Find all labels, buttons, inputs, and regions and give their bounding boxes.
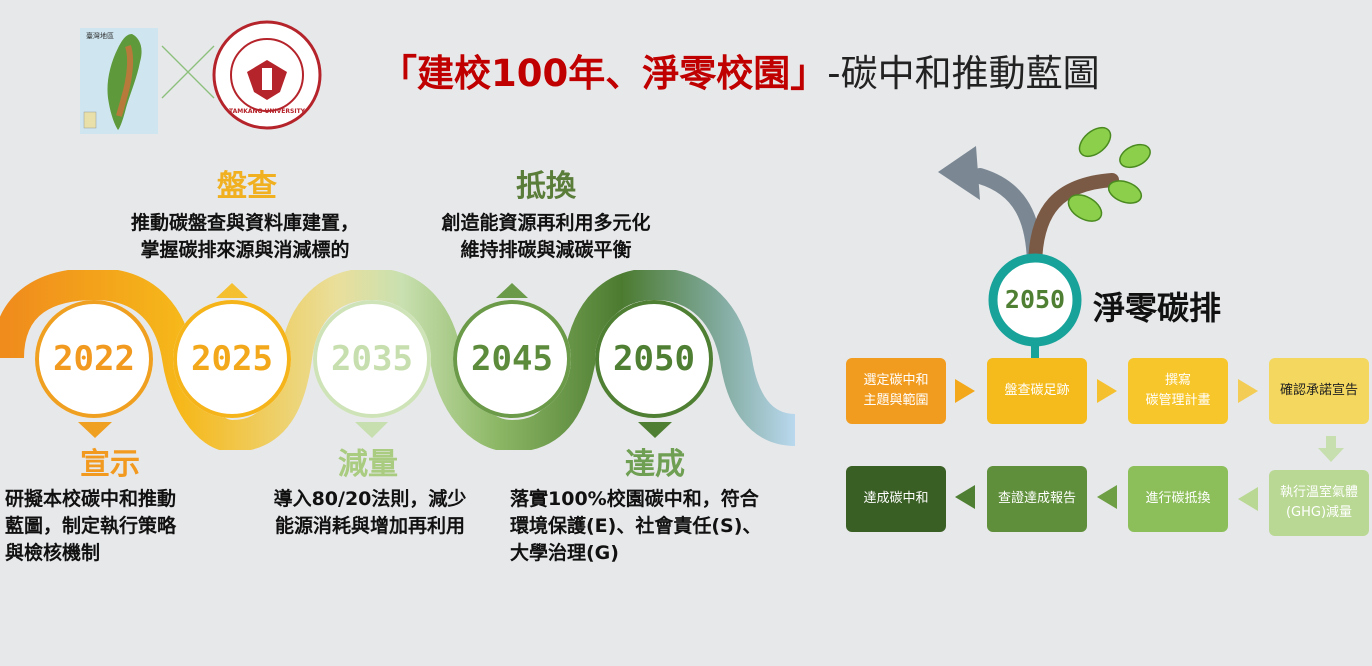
year-2050: 2050 (613, 339, 695, 379)
desc-2035-line2: 能源消耗與增加再利用 (274, 515, 465, 537)
year-2022: 2022 (53, 339, 135, 379)
tree-trunk (1028, 173, 1119, 275)
page-title: 「建校100年、淨零校園」-碳中和推動藍圖 (380, 52, 1100, 96)
desc-2035: 導入80/20法則，減少 能源消耗與增加再利用 (250, 486, 490, 540)
flow-step-5: 執行溫室氣體 (GHG)減量 (1269, 470, 1369, 536)
desc-2025-line1: 推動碳盤查與資料庫建置， (130, 212, 359, 234)
leaf-icon (1078, 126, 1112, 158)
taiwan-map-image: 臺灣地區 (80, 28, 158, 134)
leaf-icon (1067, 194, 1103, 222)
flow-step-6-label: 進行碳抵換 (1145, 491, 1211, 506)
desc-2050: 落實100%校園碳中和，符合 環境保護(E)、社會責任(S)、 大學治理(G) (510, 486, 761, 567)
pointer-2022 (78, 422, 112, 438)
flow-step-8-label: 達成碳中和 (863, 491, 929, 506)
map-caption: 臺灣地區 (86, 32, 114, 40)
flow-step-6: 進行碳抵換 (1128, 466, 1228, 532)
arrow-left-icon (1097, 485, 1117, 509)
flow-step-7-label: 查證達成報告 (997, 491, 1076, 506)
desc-2022-line1: 研擬本校碳中和推動 (5, 488, 177, 510)
flow-step-5-label: 執行溫室氣體 (GHG)減量 (1279, 485, 1358, 520)
arrow-left-icon (1238, 487, 1258, 511)
tree-branch-left (972, 168, 1043, 276)
leaf-icon (1107, 180, 1143, 204)
flow-step-4: 確認承諾宣告 (1269, 358, 1369, 424)
pointer-2035 (355, 422, 388, 438)
desc-2045: 創造能資源再利用多元化 維持排碳與減碳平衡 (410, 210, 682, 264)
year-2025: 2025 (191, 339, 273, 379)
tree-graphic (938, 126, 1151, 358)
year-circle-2022: 2022 (35, 300, 153, 418)
flow-step-4-label: 確認承諾宣告 (1279, 383, 1358, 398)
year-2035: 2035 (331, 339, 413, 379)
title-rest: -碳中和推動藍圖 (827, 52, 1100, 95)
emblem-text: TAMKANG UNIVERSITY (228, 108, 306, 115)
desc-2050-line1: 落實100%校園碳中和，符合 (510, 488, 759, 510)
desc-2025-line2: 掌握碳排來源與消減標的 (140, 239, 350, 261)
year-circle-2045: 2045 (453, 300, 571, 418)
label-2045: 抵換 (516, 169, 576, 204)
desc-2050-line2: 環境保護(E)、社會責任(S)、 (510, 515, 762, 537)
pointer-2045 (496, 283, 528, 298)
year-circle-2050: 2050 (595, 300, 713, 418)
year-circle-2025: 2025 (173, 300, 291, 418)
desc-2025: 推動碳盤查與資料庫建置， 掌握碳排來源與消減標的 (100, 210, 390, 264)
flow-step-8: 達成碳中和 (846, 466, 946, 532)
desc-2050-line3: 大學治理(G) (510, 542, 619, 564)
arrow-right-icon (1238, 379, 1258, 403)
arrow-down-icon (1318, 436, 1344, 462)
tree-ring (988, 253, 1082, 347)
cross-mark (160, 44, 216, 104)
title-highlight: 「建校100年、淨零校園」 (380, 52, 828, 95)
flow-step-7: 查證達成報告 (987, 466, 1087, 532)
label-2035: 減量 (338, 447, 398, 482)
desc-2022-line3: 與檢核機制 (5, 542, 101, 564)
flow-step-3: 撰寫 碳管理計畫 (1128, 358, 1228, 424)
desc-2045-line1: 創造能資源再利用多元化 (441, 212, 651, 234)
flow-step-1-label: 選定碳中和 主題與範圍 (863, 373, 929, 408)
label-2022: 宣示 (80, 447, 140, 482)
flow-step-1: 選定碳中和 主題與範圍 (846, 358, 946, 424)
arrow-right-icon (955, 379, 975, 403)
desc-2022: 研擬本校碳中和推動 藍圖，制定執行策略 與檢核機制 (5, 486, 176, 567)
pointer-2025 (216, 283, 248, 298)
label-2050: 達成 (625, 447, 685, 482)
label-2025: 盤查 (217, 169, 277, 204)
flow-step-3-label: 撰寫 碳管理計畫 (1145, 373, 1211, 408)
arrow-left-icon (955, 485, 975, 509)
desc-2045-line2: 維持排碳與減碳平衡 (460, 239, 632, 261)
tree-year: 2050 (1004, 285, 1066, 314)
leaf-icon (1119, 143, 1151, 169)
ribbon-path (0, 270, 797, 450)
desc-2035-line1: 導入80/20法則，減少 (273, 488, 467, 510)
tamkang-emblem: TAMKANG UNIVERSITY (212, 20, 322, 130)
timeline-ribbon (0, 270, 797, 450)
year-2045: 2045 (471, 339, 553, 379)
year-circle-2035: 2035 (313, 300, 431, 418)
pointer-2050 (638, 422, 672, 438)
arrow-right-icon (1097, 379, 1117, 403)
flow-step-2: 盤查碳足跡 (987, 358, 1087, 424)
desc-2022-line2: 藍圖，制定執行策略 (5, 515, 177, 537)
flow-step-2-label: 盤查碳足跡 (1004, 383, 1070, 398)
net-zero-title: 淨零碳排 (1093, 289, 1222, 327)
arrow-left-icon (938, 146, 980, 200)
